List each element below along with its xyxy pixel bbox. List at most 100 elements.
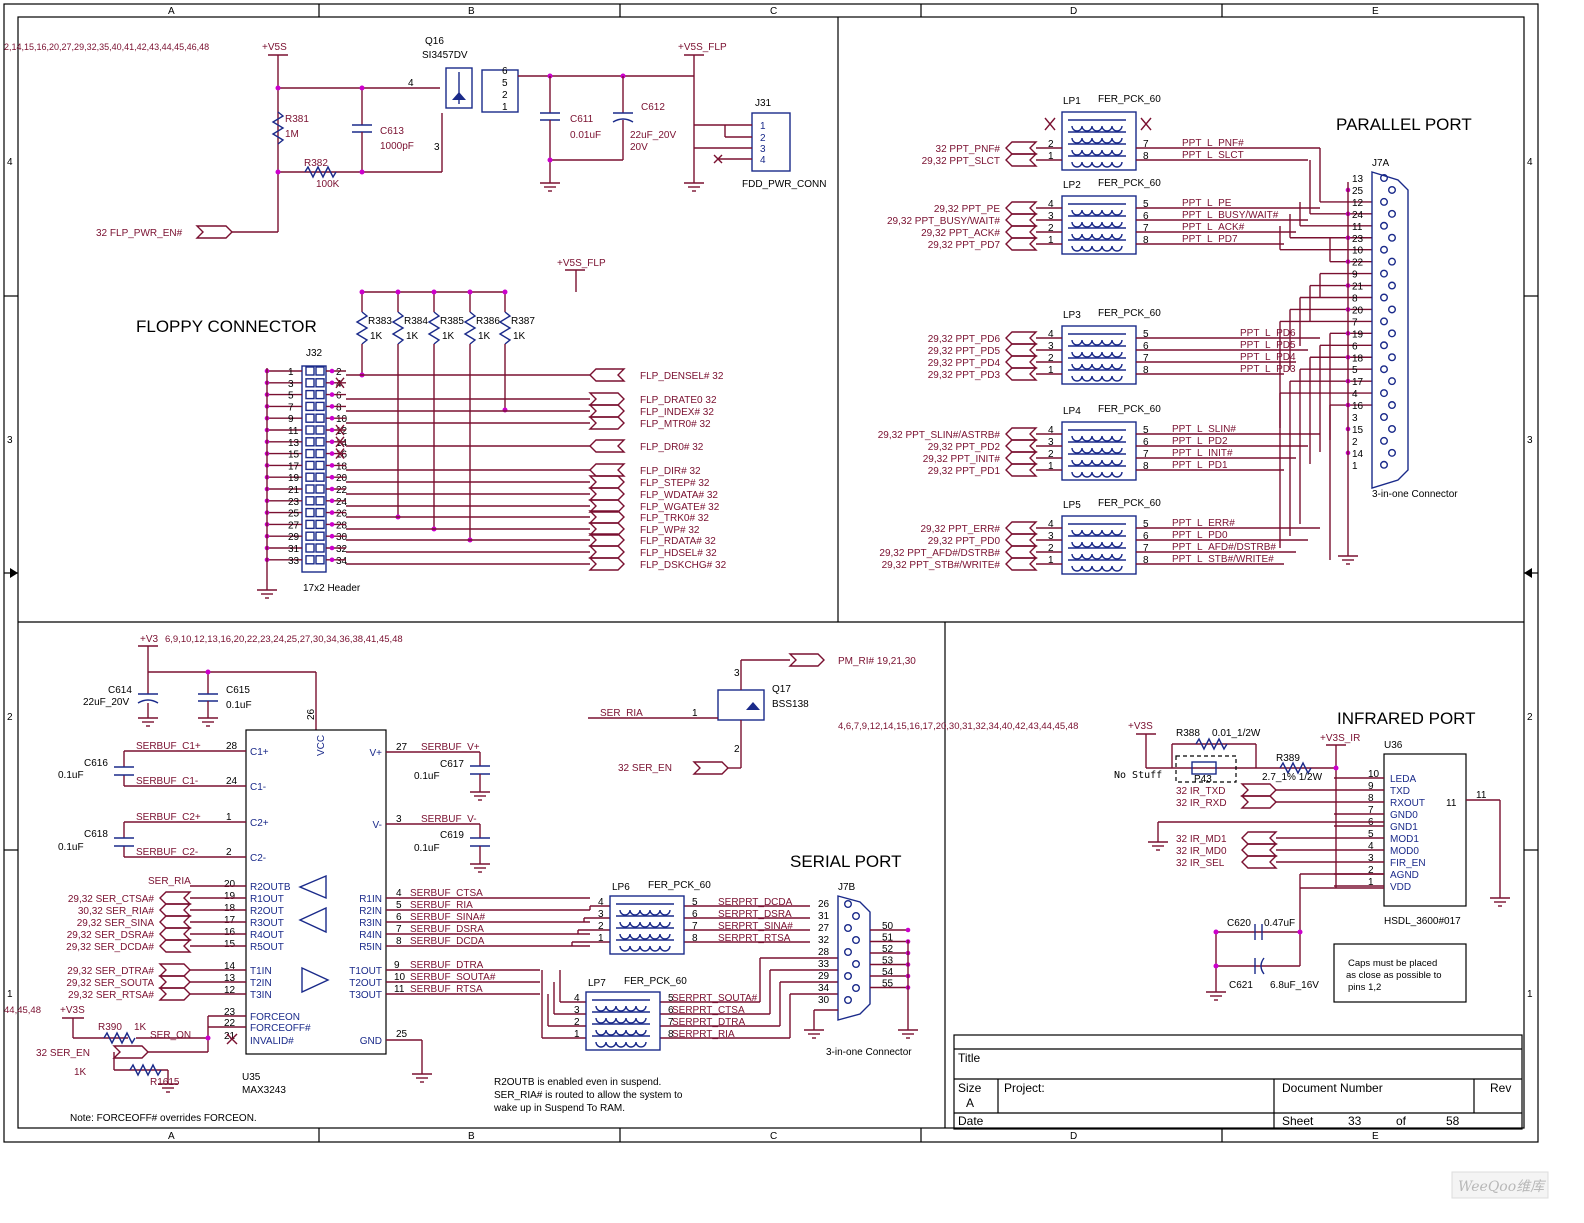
offpage-connector xyxy=(588,404,625,418)
title-label: Title xyxy=(958,1051,981,1065)
no-connect-mark xyxy=(226,1033,238,1045)
offpage-connector xyxy=(1005,521,1038,535)
pin-number: 25 xyxy=(396,1029,408,1040)
parallel-port-net: PPT_L_PE xyxy=(1182,198,1232,209)
pin-number: 11 xyxy=(288,426,299,437)
pin-number: 4 xyxy=(598,897,604,908)
ir-net: 32 IR_SEL xyxy=(1176,858,1225,869)
pin-number: 11 xyxy=(394,984,405,995)
pin-number: 27 xyxy=(818,923,830,934)
r389-value: 2.7_1% 1/2W xyxy=(1262,772,1323,783)
offpage-connector xyxy=(1005,463,1038,477)
ground-symbol xyxy=(1148,841,1168,851)
row-label: 3 xyxy=(1527,435,1533,446)
offpage-connector xyxy=(589,368,626,382)
resistor-value: 1K xyxy=(478,331,491,342)
resistor xyxy=(498,311,512,345)
ground-symbol xyxy=(412,1073,432,1083)
row-label: 2 xyxy=(7,712,13,723)
col-label: E xyxy=(1372,6,1379,17)
infrared-section: 4,6,7,9,12,14,15,16,17,20,30,31,32,34,40… xyxy=(838,721,1510,1003)
u36-pin-name: GND1 xyxy=(1390,822,1418,833)
pin-number: 18 xyxy=(1352,353,1364,364)
u35-pin-name: T1OUT xyxy=(349,966,382,977)
u35-net: SERBUF_C1- xyxy=(136,776,198,787)
u35-net: SERBUF_C2+ xyxy=(136,812,201,823)
pin-number: 28 xyxy=(336,520,348,531)
r1615-ref: R1615 xyxy=(150,1077,180,1088)
pin-number: 20 xyxy=(336,473,348,484)
col-label: C xyxy=(770,6,777,17)
u35-pin-name: T2IN xyxy=(250,978,272,989)
note-wake: wake up in Suspend To RAM. xyxy=(493,1103,625,1114)
ferrite-coil xyxy=(1071,553,1123,560)
c620-ref: C620 xyxy=(1227,918,1251,929)
note-line: Caps must be placed xyxy=(1348,958,1437,969)
resistor-ref: R387 xyxy=(511,316,535,327)
u35-pin-name: T3OUT xyxy=(349,990,382,1001)
u35-part: MAX3243 xyxy=(242,1085,286,1096)
u36-pin-name: VDD xyxy=(1390,882,1411,893)
j32-description: 17x2 Header xyxy=(303,583,361,594)
u35-pin-name: R3IN xyxy=(359,918,382,929)
pin-number: 7 xyxy=(692,921,698,932)
no-connect-mark xyxy=(335,448,345,460)
pack-name: FER_PCK_60 xyxy=(1098,94,1161,105)
j7a-connector-label: 3-in-one Connector xyxy=(1372,489,1458,500)
dsub-pin xyxy=(1379,436,1388,445)
pin-number: 20 xyxy=(224,879,236,890)
u35-pin-name: R5IN xyxy=(359,942,382,953)
u35-net: SERBUF_C1+ xyxy=(136,741,201,752)
offpage-connector xyxy=(1005,153,1038,167)
c614-value: 22uF_20V xyxy=(83,697,129,708)
pin-number: 9 xyxy=(394,960,400,971)
u35-pin-name: V- xyxy=(373,820,382,831)
floppy-power-section: 2,14,15,16,20,27,29,32,35,40,41,42,43,44… xyxy=(4,36,826,239)
pin-number: 17 xyxy=(288,461,300,472)
v5s-flp-label: +V5S_FLP xyxy=(678,42,727,53)
offpage-connector xyxy=(1240,783,1277,797)
offpage-connector xyxy=(158,963,191,977)
pin-number: 19 xyxy=(224,891,236,902)
q16-pin: 5 xyxy=(502,78,508,89)
no-connect-mark xyxy=(1140,117,1152,131)
col-label: D xyxy=(1070,1131,1077,1142)
sheet-total: 58 xyxy=(1446,1114,1460,1128)
u35-net: 29,32 SER_DSRA# xyxy=(67,930,155,941)
ferrite-coil xyxy=(1071,209,1123,216)
dsub-pin xyxy=(1379,317,1388,326)
pin-number: 3 xyxy=(396,814,402,825)
column-labels-top: A B C D E xyxy=(168,6,1379,17)
offpage-connector xyxy=(159,915,192,929)
infrared-port-title: INFRARED PORT xyxy=(1337,709,1476,728)
header-pin xyxy=(305,401,315,412)
driver-buffer-icon xyxy=(301,966,330,994)
pack-ref: LP1 xyxy=(1063,96,1081,107)
serial-port-net: SERPRT_RTSA xyxy=(718,933,791,944)
ferrite-pack xyxy=(1061,515,1137,575)
pin-number: 27 xyxy=(396,742,408,753)
j7a-pins: 1325122411231022921820719618517416315214… xyxy=(1345,173,1396,472)
parallel-port-net: PPT_L_PD4 xyxy=(1240,352,1296,363)
serial-port-net: SERPRT_DTRA xyxy=(672,1017,745,1028)
r390-value: 1K xyxy=(134,1022,147,1033)
dsub-pin xyxy=(1379,245,1388,254)
pin-number: 24 xyxy=(336,497,348,508)
pin-number: 11 xyxy=(1352,222,1363,233)
u35-pin-name: T3IN xyxy=(250,990,272,1001)
header-pin xyxy=(315,507,325,518)
pin-number: 22 xyxy=(224,1018,236,1029)
ferrite-coil xyxy=(619,945,671,952)
u35-pin-name: T1IN xyxy=(250,966,272,977)
pin-number: 24 xyxy=(1352,210,1364,221)
row-label: 4 xyxy=(1527,157,1533,168)
v3s-ir-label: +V3S_IR xyxy=(1320,733,1360,744)
pin-number: 5 xyxy=(692,897,698,908)
pin-number: 29 xyxy=(818,971,830,982)
offpage-connector xyxy=(158,987,191,1001)
pin-number: 15 xyxy=(224,939,236,950)
offpage-connector xyxy=(1240,795,1277,809)
r382-resistor xyxy=(304,165,337,179)
